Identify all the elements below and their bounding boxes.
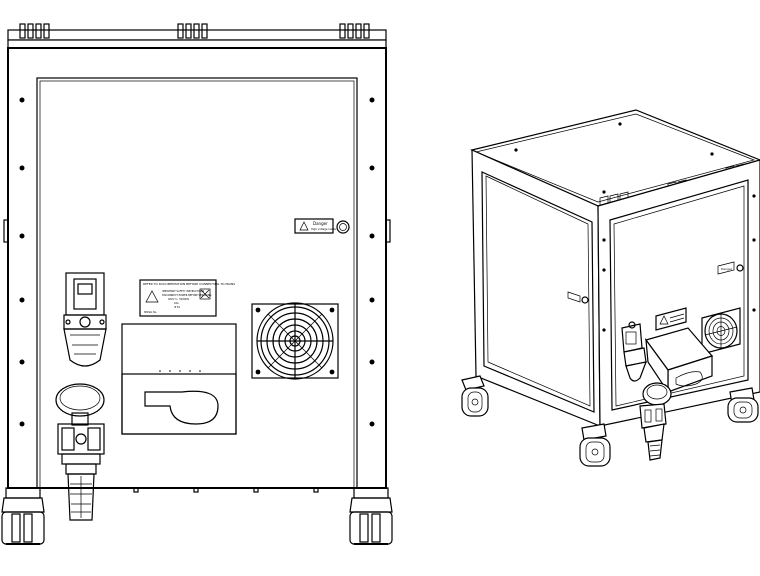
- iso-notice-label: [655, 307, 687, 331]
- front-view: Danger High voltage inside REFER TO DOCU…: [1, 23, 393, 545]
- plug-cap: [55, 383, 105, 426]
- iso-fan-grille: [701, 307, 741, 355]
- iso-power-connector: [621, 321, 647, 382]
- power-connector: [63, 272, 107, 367]
- iso-caster-front-left: [579, 423, 611, 467]
- notice-line-1: IMPORTANT SAFETY INSTRUCTIONS: [162, 290, 205, 293]
- frame-screws: [19, 97, 375, 427]
- notice-line-5: IP 54: [174, 306, 180, 309]
- iso-caster-front-right: [727, 387, 759, 423]
- iso-cable-entry-box: [645, 327, 714, 394]
- lock-icon[interactable]: [336, 220, 350, 234]
- danger-label-subtext: High voltage inside: [311, 227, 336, 231]
- notice-line-3: 400V 3~ 50/60Hz: [168, 298, 190, 301]
- cabinet-body: [7, 47, 387, 489]
- fan-grille: [251, 302, 339, 380]
- iso-danger-label: Danger: [717, 261, 744, 275]
- cable-entry-box: [121, 323, 237, 435]
- cee-plug: [57, 423, 105, 521]
- iso-danger-label-text: Danger: [721, 267, 733, 271]
- isometric-view: Danger: [461, 109, 760, 467]
- bottom-pins: [133, 487, 319, 493]
- caster-right: [349, 487, 393, 545]
- danger-label: Danger High voltage inside: [294, 218, 336, 234]
- iso-cee-plug: [639, 382, 672, 461]
- iso-left-label: [567, 291, 589, 304]
- notice-line-4: 16A: [174, 302, 179, 305]
- top-rail: [7, 23, 387, 49]
- notice-line-2: DISCONNECT POWER BEFORE SERVICING: [162, 294, 212, 297]
- notice-line-6: SERIAL No.: [144, 311, 157, 314]
- iso-caster-back-left: [461, 375, 489, 417]
- notice-label: REFER TO DOCUMENTATION BEFORE CONNECTING…: [139, 279, 235, 317]
- caster-left: [1, 487, 45, 545]
- notice-label-title: REFER TO DOCUMENTATION BEFORE CONNECTING…: [143, 282, 235, 286]
- danger-label-text: Danger: [313, 221, 328, 226]
